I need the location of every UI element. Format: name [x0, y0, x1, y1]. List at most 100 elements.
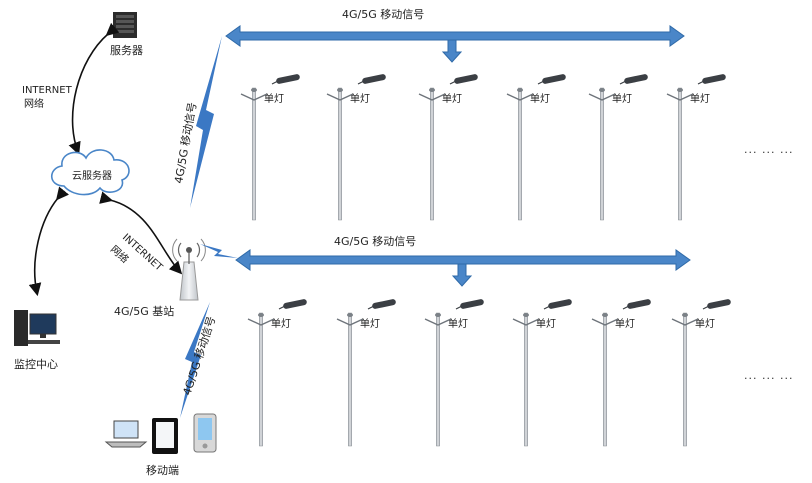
lamp-controller-icon [362, 74, 386, 84]
lamp-controller-icon [283, 299, 307, 309]
lamp-arm [418, 93, 446, 101]
lamp-arm [326, 93, 354, 101]
signal-label-middle: 4G/5G 移动信号 [334, 235, 417, 248]
lamp-controller-cable [455, 305, 463, 310]
lamp-pole [683, 312, 687, 447]
lamp-controller-icon [542, 74, 566, 84]
lamp-controller-cable [449, 80, 457, 85]
lamp-arm [512, 318, 540, 326]
lamp-controller-cable [357, 80, 365, 85]
street-lamp [326, 74, 386, 221]
lamp-arm [506, 93, 534, 101]
signal-bus-arrow [235, 249, 691, 271]
mobile-label: 移动端 [146, 464, 179, 477]
street-lamp [666, 74, 726, 221]
cloud-label: 云服务器 [72, 171, 112, 182]
lamp-label: 单灯 [615, 319, 635, 330]
street-lamp [247, 299, 307, 447]
lamp-arm [591, 318, 619, 326]
lamp-pole [348, 312, 352, 447]
base-station-label: 4G/5G 基站 [114, 305, 175, 318]
lamp-controller-icon [627, 299, 651, 309]
lamp-pole [524, 312, 528, 447]
lamp-label: 单灯 [536, 319, 556, 330]
lamp-arm [247, 318, 275, 326]
lamp-head [337, 88, 343, 92]
base-station-icon [172, 238, 206, 301]
lamp-controller-icon [460, 299, 484, 309]
signal-drop-arrow [441, 39, 463, 63]
lamp-controller-cable [271, 80, 279, 85]
lamp-head [429, 88, 435, 92]
street-lamp [512, 299, 572, 447]
signal-bolt-right [200, 244, 238, 258]
signal-bus-top [225, 25, 685, 63]
lamp-arm [240, 93, 268, 101]
lamp-head [258, 313, 264, 317]
lamp-pole [600, 87, 604, 221]
street-lamp [424, 299, 484, 447]
lamp-label: 单灯 [442, 94, 462, 105]
lamp-label: 单灯 [690, 94, 710, 105]
lamp-pole [252, 87, 256, 221]
lamp-controller-icon [707, 299, 731, 309]
lamp-label: 单灯 [360, 319, 380, 330]
lamp-label: 单灯 [264, 94, 284, 105]
lamp-label: 单灯 [350, 94, 370, 105]
lamp-controller-icon [276, 74, 300, 84]
lamp-controller-cable [622, 305, 630, 310]
server-label: 服务器 [110, 44, 143, 57]
lamp-controller-icon [702, 74, 726, 84]
lamp-pole [518, 87, 522, 221]
lamp-head [677, 88, 683, 92]
signal-bolt-up [190, 36, 222, 208]
more-lamps-row-1: ··· ··· ··· [744, 146, 794, 159]
lamp-head [435, 313, 441, 317]
cloud-icon [50, 149, 130, 196]
lamp-label: 单灯 [271, 319, 291, 330]
lamp-label: 单灯 [612, 94, 632, 105]
lamp-controller-cable [278, 305, 286, 310]
lamp-controller-cable [537, 80, 545, 85]
street-lamp [506, 74, 566, 221]
cloud-basestation-link [99, 191, 183, 275]
more-lamps-row-2: ··· ··· ··· [744, 372, 794, 385]
signal-bolt-down [180, 302, 210, 418]
lamp-head [517, 88, 523, 92]
lamp-head [602, 313, 608, 317]
street-lamp-rows [240, 74, 731, 447]
lamp-label: 单灯 [530, 94, 550, 105]
pda-icon [193, 413, 217, 453]
lamp-label: 单灯 [448, 319, 468, 330]
lamp-pole [678, 87, 682, 221]
street-lamp [591, 299, 651, 447]
lamp-arm [671, 318, 699, 326]
lamp-label: 单灯 [695, 319, 715, 330]
lamp-pole [338, 87, 342, 221]
lamp-controller-icon [372, 299, 396, 309]
signal-label-diag-up: 4G/5G 移动信号 [172, 101, 199, 184]
internet-label-top: INTERNET [22, 85, 72, 96]
server-cloud-link [68, 22, 120, 155]
lamp-head [682, 313, 688, 317]
street-lamp [588, 74, 648, 221]
street-lamp [336, 299, 396, 447]
street-lamp [418, 74, 478, 221]
monitor-center-label: 监控中心 [14, 358, 58, 371]
signal-bus-arrow [225, 25, 685, 47]
cloud-monitor-link [28, 186, 70, 297]
lamp-pole [436, 312, 440, 447]
lamp-arm [424, 318, 452, 326]
lamp-arm [336, 318, 364, 326]
lamp-pole [430, 87, 434, 221]
tablet-icon [152, 418, 178, 454]
lamp-controller-icon [548, 299, 572, 309]
laptop-icon [104, 420, 148, 448]
lamp-controller-icon [624, 74, 648, 84]
lamp-pole [603, 312, 607, 447]
lamp-controller-icon [454, 74, 478, 84]
lamp-pole [259, 312, 263, 447]
monitor-center-icon [14, 310, 60, 346]
